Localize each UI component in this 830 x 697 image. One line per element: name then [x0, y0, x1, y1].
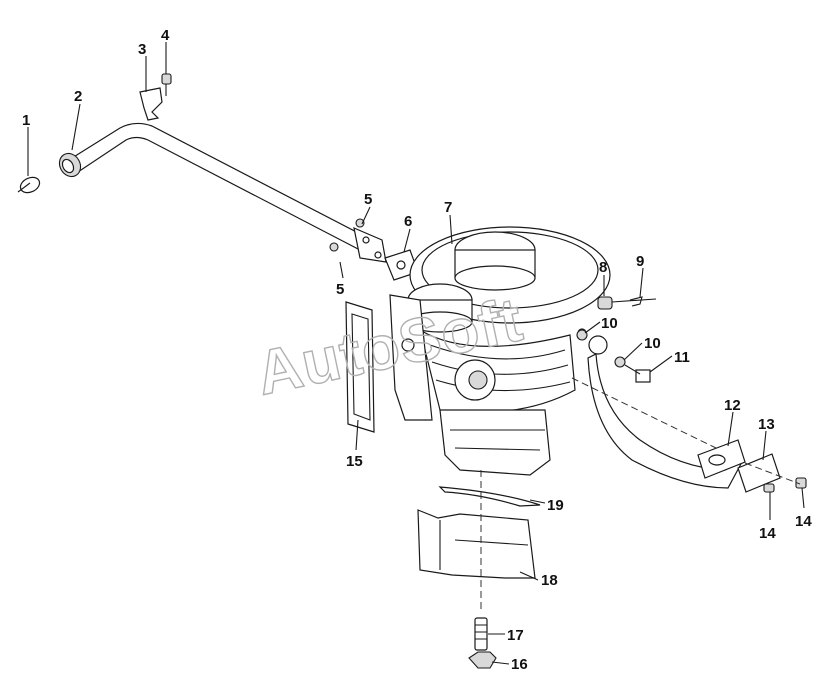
gasket-15: [345, 301, 375, 433]
turbocharger-body: [389, 226, 611, 476]
lower-parts: [417, 470, 541, 669]
callout-7: 7: [444, 199, 452, 216]
callout-13: 13: [758, 416, 775, 433]
callout-15: 15: [346, 453, 363, 470]
callout-11: 11: [674, 349, 690, 366]
callout-9: 9: [636, 253, 644, 270]
callout-6: 6: [404, 213, 412, 230]
callout-10-upper: 10: [601, 315, 618, 332]
callout-labels: 1 2 3 4 5 5 6 7 8 9 10 10 11 12 13 14 14…: [22, 27, 812, 673]
oil-pipe-assembly: [571, 296, 807, 493]
callout-4: 4: [161, 27, 170, 44]
callout-2: 2: [74, 88, 82, 105]
hose-connector: [58, 152, 82, 178]
callout-5-top: 5: [364, 191, 372, 208]
callout-12: 12: [724, 397, 741, 414]
callout-14-right: 14: [795, 513, 812, 530]
callout-17: 17: [507, 627, 524, 644]
callout-8: 8: [599, 259, 607, 276]
callout-5-bottom: 5: [336, 281, 344, 298]
callout-3: 3: [138, 41, 146, 58]
callout-18: 18: [541, 572, 558, 589]
callout-16: 16: [511, 656, 528, 673]
leader-lines: [27, 42, 805, 665]
callout-1: 1: [22, 112, 30, 129]
callout-19: 19: [547, 497, 564, 514]
pipe-assembly: [17, 73, 387, 263]
callout-10-lower: 10: [644, 335, 661, 352]
callout-14-left: 14: [759, 525, 776, 542]
